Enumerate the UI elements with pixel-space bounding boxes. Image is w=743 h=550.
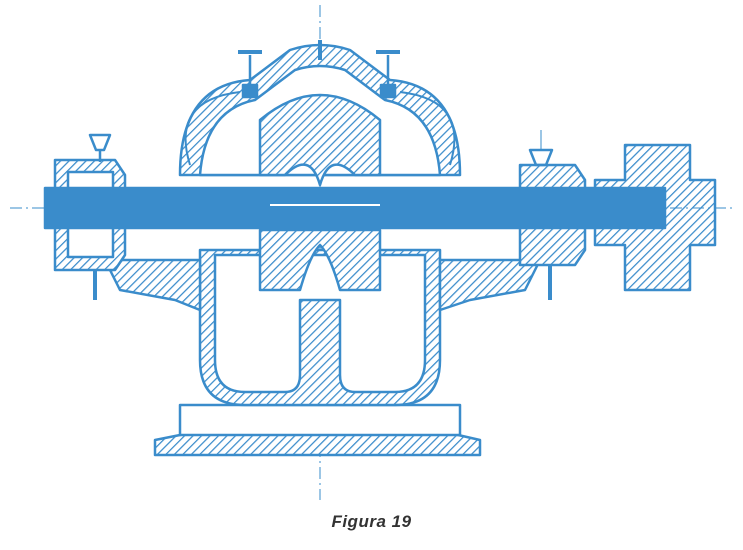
- seal-pipe-right: [399, 91, 456, 166]
- casing-flange-left: [103, 258, 202, 312]
- oiler-left: [88, 133, 112, 162]
- seal-pipe-left: [184, 91, 241, 166]
- impeller-lower: [258, 228, 382, 292]
- vent-valve-left: [238, 50, 262, 99]
- figure-caption: Figura 19: [331, 512, 412, 531]
- casing-flange-right: [438, 258, 542, 312]
- vent-valve-right: [376, 50, 400, 99]
- split-case-pump-cross-section: [10, 5, 735, 500]
- oiler-right: [528, 130, 554, 167]
- impeller: [258, 93, 382, 187]
